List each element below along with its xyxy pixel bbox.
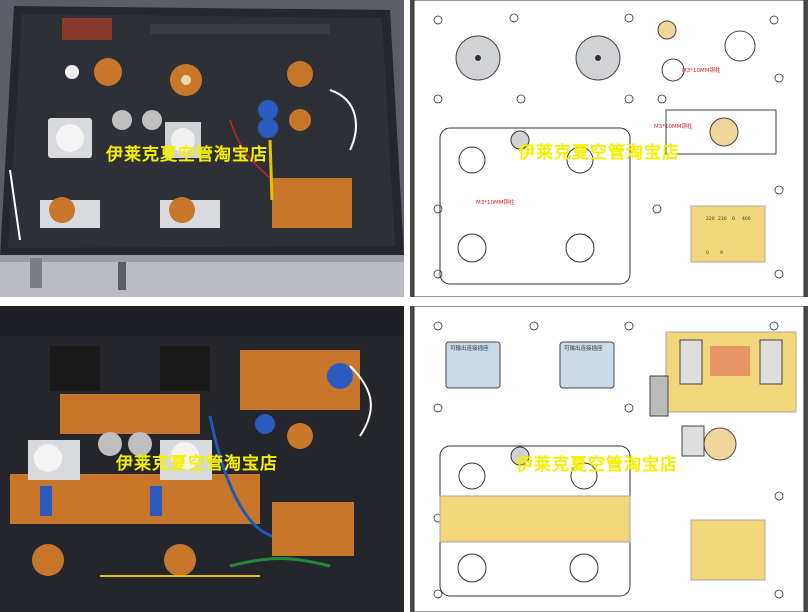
hole-label-1: M3*10MM铜柱 bbox=[682, 66, 721, 74]
board-pin-1: 220 bbox=[706, 216, 715, 222]
socket-large-left bbox=[455, 35, 501, 81]
transformer-label-1: 可输出连接插座 bbox=[450, 344, 489, 352]
power-board: 220 230 0 400 0 9 bbox=[690, 205, 766, 263]
diagram-bottom-right: 可输出连接插座 可输出连接插座 伊莱克夏空管淘宝店 bbox=[410, 306, 808, 612]
watermark-text: 伊莱克夏空管淘宝店 bbox=[105, 144, 268, 165]
photo-top-left: 伊莱克夏空管淘宝店 bbox=[0, 0, 404, 297]
socket-large-right bbox=[575, 35, 621, 81]
board-pin-3: 0 bbox=[732, 216, 735, 222]
transformer-label-2: 可输出连接插座 bbox=[564, 344, 603, 352]
hole-label-2: M3*10MM铜柱 bbox=[654, 122, 693, 130]
diagram-top-right: M3*10MM铜柱 M3*10MM铜柱 M3*10MM铜柱 220 230 0 … bbox=[410, 0, 808, 297]
watermark-text: 伊莱克夏空管淘宝店 bbox=[115, 453, 278, 474]
transformer-plate-right: 可输出连接插座 bbox=[559, 341, 615, 389]
board-pin-2: 230 bbox=[718, 216, 727, 222]
photo-bottom-left: 伊莱克夏空管淘宝店 bbox=[0, 306, 404, 612]
hole-label-3: M3*10MM铜柱 bbox=[476, 198, 515, 206]
board-pin-4: 400 bbox=[742, 216, 751, 222]
watermark-text: 伊莱克夏空管淘宝店 bbox=[515, 454, 678, 475]
board-pin-6: 9 bbox=[720, 250, 723, 256]
watermark-text: 伊莱克夏空管淘宝店 bbox=[517, 142, 680, 163]
board-pin-5: 0 bbox=[706, 250, 709, 256]
transformer-plate-left: 可输出连接插座 bbox=[445, 341, 501, 389]
